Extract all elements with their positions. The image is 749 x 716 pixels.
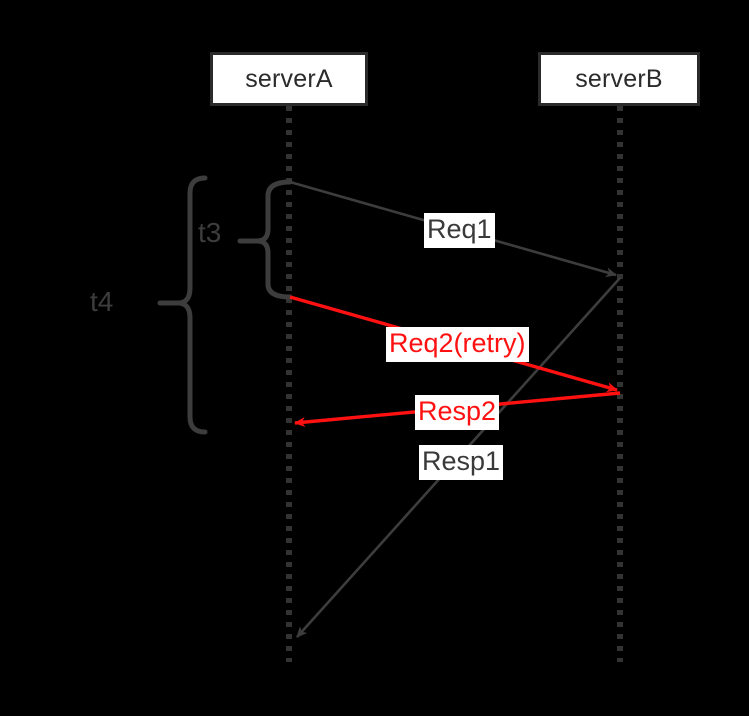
participant-box-serverB[interactable]: serverB — [538, 52, 700, 106]
brace-t3 — [254, 179, 293, 300]
message-label-req2: Req2(retry) — [386, 327, 529, 363]
message-label-resp2: Resp2 — [415, 395, 500, 431]
brace-label-t3: t3 — [198, 217, 222, 248]
message-label-req1: Req1 — [424, 213, 495, 249]
participant-label-serverB: serverB — [575, 64, 663, 93]
brace-label-t4: t4 — [90, 286, 114, 317]
participant-label-serverA: serverA — [245, 64, 333, 93]
message-label-resp1: Resp1 — [419, 445, 504, 481]
participant-box-serverA[interactable]: serverA — [210, 52, 368, 106]
